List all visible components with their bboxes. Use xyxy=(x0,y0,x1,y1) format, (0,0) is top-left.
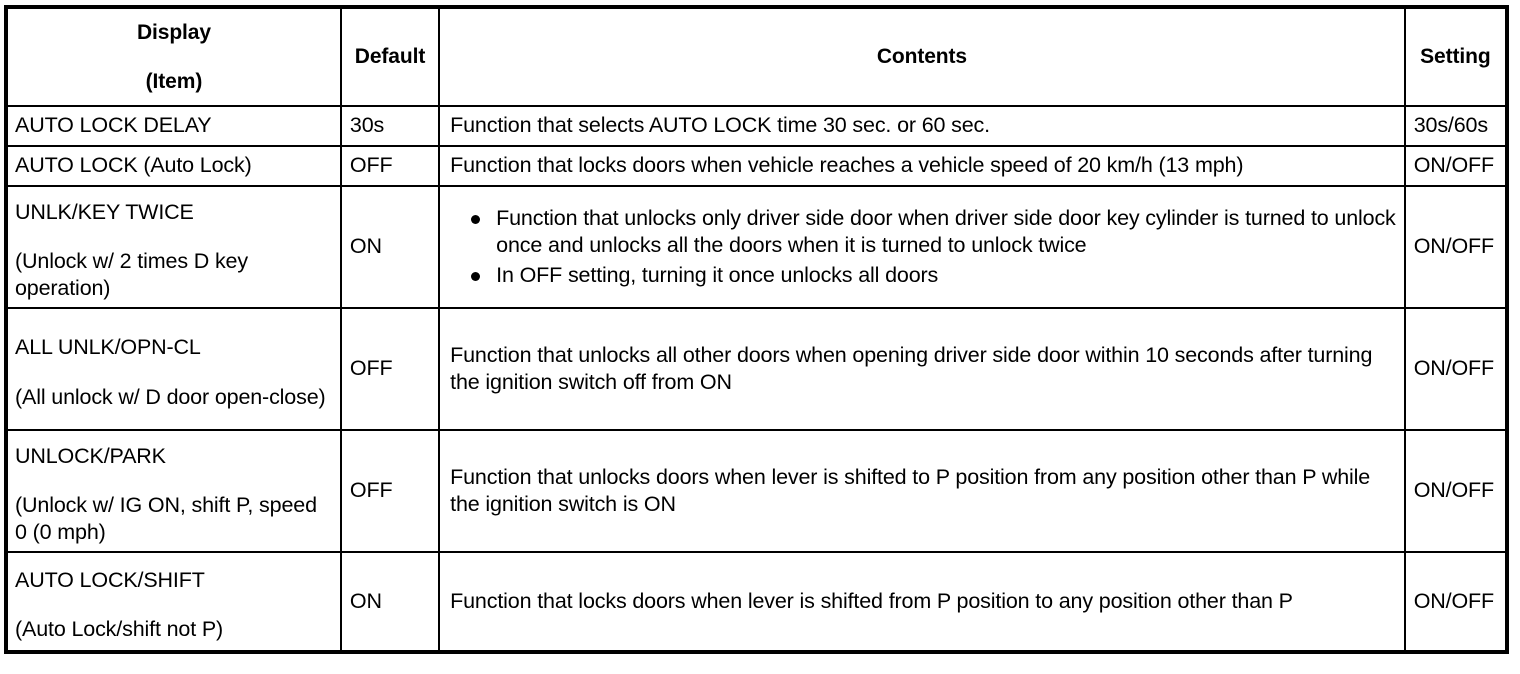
cell-contents: Function that selects AUTO LOCK time 30 … xyxy=(438,105,1406,147)
cell-display-item: UNLK/KEY TWICE (Unlock w/ 2 times D key … xyxy=(5,185,342,309)
cell-default-value: ON xyxy=(339,551,441,653)
column-header-display: Display (Item) xyxy=(5,6,342,107)
bullet-text: In OFF setting, turning it once unlocks … xyxy=(496,262,939,287)
contents-text: Function that locks doors when lever is … xyxy=(450,588,1293,613)
list-item: Function that unlocks only driver side d… xyxy=(470,205,1398,259)
cell-contents: Function that unlocks all other doors wh… xyxy=(438,307,1406,431)
item-code: ALL UNLK/OPN-CL xyxy=(15,335,201,360)
item-code: AUTO LOCK DELAY xyxy=(15,113,212,138)
cell-default-value: OFF xyxy=(339,145,441,187)
table-header-row: Display (Item) Default Contents Setting xyxy=(5,6,1509,107)
setting-value: 30s/60s xyxy=(1413,113,1488,138)
table-body: AUTO LOCK DELAY 30s Function that select… xyxy=(5,105,1509,653)
contents-text: Function that locks doors when vehicle r… xyxy=(450,153,1244,178)
cell-contents: Function that unlocks only driver side d… xyxy=(438,185,1406,309)
column-header-contents-label: Contents xyxy=(876,45,968,68)
cell-default-value: 30s xyxy=(339,105,441,147)
cell-display-item: ALL UNLK/OPN-CL (All unlock w/ D door op… xyxy=(5,307,342,431)
cell-default-value: OFF xyxy=(339,307,441,431)
item-description: (All unlock w/ D door open-close) xyxy=(15,384,326,409)
work-support-settings-table: Display (Item) Default Contents Setting xyxy=(4,5,1509,654)
item-description: (Unlock w/ 2 times D key operation) xyxy=(15,248,248,301)
setting-value: ON/OFF xyxy=(1413,153,1495,178)
contents-text: Function that selects AUTO LOCK time 30 … xyxy=(450,113,990,138)
contents-text: Function that unlocks all other doors wh… xyxy=(450,342,1373,394)
column-header-default-label: Default xyxy=(354,45,426,68)
cell-contents: Function that locks doors when lever is … xyxy=(438,551,1406,653)
bullet-icon xyxy=(471,271,481,281)
column-header-display-line1: Display xyxy=(136,20,211,44)
default-value: ON xyxy=(349,588,382,613)
column-header-setting-label: Setting xyxy=(1420,45,1491,68)
setting-value: ON/OFF xyxy=(1413,234,1495,259)
cell-display-item: AUTO LOCK/SHIFT (Auto Lock/shift not P) xyxy=(5,551,342,653)
column-header-contents: Contents xyxy=(438,6,1406,107)
default-value: 30s xyxy=(349,113,385,138)
cell-display-item: UNLOCK/PARK (Unlock w/ IG ON, shift P, s… xyxy=(5,429,342,553)
default-value: OFF xyxy=(349,478,393,503)
cell-setting-value: ON/OFF xyxy=(1403,185,1509,309)
column-header-setting: Setting xyxy=(1403,6,1509,107)
item-code: AUTO LOCK/SHIFT xyxy=(15,567,205,592)
default-value: OFF xyxy=(349,153,393,178)
cell-setting-value: 30s/60s xyxy=(1403,105,1509,147)
contents-bullet-list: Function that unlocks only driver side d… xyxy=(450,205,1398,288)
cell-setting-value: ON/OFF xyxy=(1403,307,1509,431)
cell-display-item: AUTO LOCK (Auto Lock) xyxy=(5,145,342,187)
item-description: (Unlock w/ IG ON, shift P, speed 0 (0 mp… xyxy=(15,492,317,545)
contents-text: Function that unlocks doors when lever i… xyxy=(450,464,1371,516)
column-header-display-line2: (Item) xyxy=(145,70,203,93)
default-value: ON xyxy=(349,234,382,259)
setting-value: ON/OFF xyxy=(1413,356,1495,381)
cell-setting-value: ON/OFF xyxy=(1403,551,1509,653)
cell-setting-value: ON/OFF xyxy=(1403,145,1509,187)
setting-value: ON/OFF xyxy=(1413,588,1495,613)
item-code: AUTO LOCK (Auto Lock) xyxy=(15,153,252,178)
table-row: UNLK/KEY TWICE (Unlock w/ 2 times D key … xyxy=(5,185,1509,309)
table-row: ALL UNLK/OPN-CL (All unlock w/ D door op… xyxy=(5,307,1509,431)
item-description: (Auto Lock/shift not P) xyxy=(15,617,224,641)
bullet-icon xyxy=(471,215,481,225)
item-code: UNLK/KEY TWICE xyxy=(15,199,194,224)
list-item: In OFF setting, turning it once unlocks … xyxy=(470,262,1398,289)
table-row: AUTO LOCK DELAY 30s Function that select… xyxy=(5,105,1509,147)
bullet-text: Function that unlocks only driver side d… xyxy=(496,206,1396,258)
cell-setting-value: ON/OFF xyxy=(1403,429,1509,553)
cell-default-value: OFF xyxy=(339,429,441,553)
cell-contents: Function that unlocks doors when lever i… xyxy=(438,429,1406,553)
item-code: UNLOCK/PARK xyxy=(15,443,166,468)
table-row: AUTO LOCK (Auto Lock) OFF Function that … xyxy=(5,145,1509,187)
cell-default-value: ON xyxy=(339,185,441,309)
setting-value: ON/OFF xyxy=(1413,478,1495,503)
cell-contents: Function that locks doors when vehicle r… xyxy=(438,145,1406,187)
table-row: UNLOCK/PARK (Unlock w/ IG ON, shift P, s… xyxy=(5,429,1509,553)
cell-display-item: AUTO LOCK DELAY xyxy=(5,105,342,147)
table-row: AUTO LOCK/SHIFT (Auto Lock/shift not P) … xyxy=(5,551,1509,653)
default-value: OFF xyxy=(349,356,393,381)
column-header-default: Default xyxy=(339,6,441,107)
